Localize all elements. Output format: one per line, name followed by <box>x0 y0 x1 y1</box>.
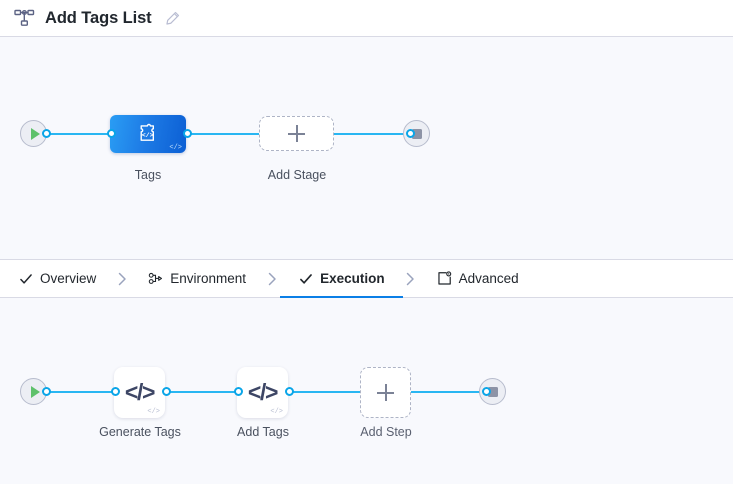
stage-graph: </> </> Tags Add Stage <box>0 37 733 259</box>
stage-canvas[interactable]: </> </> Tags Add Stage <box>0 37 733 259</box>
code-icon: </> <box>124 379 156 405</box>
settings-box-icon <box>437 271 452 286</box>
edge-tags-to-addstage <box>185 133 260 135</box>
edge-addstage-to-end <box>334 133 409 135</box>
edge-generate-to-addtags <box>166 391 239 393</box>
node-code-badge: </> <box>147 408 160 416</box>
add-stage-node[interactable] <box>259 116 334 151</box>
tab-execution[interactable]: Execution <box>280 260 403 299</box>
tab-label-advanced: Advanced <box>458 271 519 286</box>
execution-graph: </> </> Generate Tags </> </> Add Tags A… <box>0 298 733 484</box>
tab-separator-2 <box>250 272 294 286</box>
check-icon <box>18 271 33 286</box>
edge-start-to-generate <box>44 391 114 393</box>
check-icon <box>298 271 313 286</box>
play-icon <box>30 127 40 140</box>
nodes-icon <box>148 271 163 286</box>
generate-tags-input-port[interactable] <box>111 387 120 396</box>
add-stage-label: Add Stage <box>267 168 327 182</box>
page-header: Add Tags List <box>0 0 733 37</box>
plus-icon <box>288 125 305 142</box>
step-node-label-generate-tags: Generate Tags <box>99 425 181 439</box>
step-node-label-add-tags: Add Tags <box>237 425 289 439</box>
add-step-node[interactable] <box>360 367 411 418</box>
start-node-output-port[interactable] <box>42 129 51 138</box>
tab-label-execution: Execution <box>320 271 385 286</box>
code-puzzle-icon: </> <box>140 123 155 141</box>
svg-text:</>: </> <box>142 132 154 139</box>
plus-icon <box>377 384 394 401</box>
tab-label-overview: Overview <box>40 271 97 286</box>
tab-environment[interactable]: Environment <box>144 260 250 298</box>
tab-advanced[interactable]: Advanced <box>433 260 523 298</box>
generate-tags-output-port[interactable] <box>162 387 171 396</box>
start-node-output-port[interactable] <box>42 387 51 396</box>
step-node-add-tags[interactable]: </> </> <box>237 367 288 418</box>
add-tags-input-port[interactable] <box>234 387 243 396</box>
end-node-input-port[interactable] <box>406 129 415 138</box>
page-title: Add Tags List <box>45 8 152 27</box>
stop-icon <box>411 128 422 139</box>
tab-separator-1 <box>100 272 144 286</box>
section-tabbar: Overview Environment <box>0 259 733 299</box>
edge-start-to-tags <box>44 133 118 135</box>
edge-addtags-to-addstep <box>289 391 360 393</box>
tab-separator-3 <box>389 272 433 286</box>
tab-overview[interactable]: Overview <box>14 260 100 298</box>
tab-label-environment: Environment <box>170 271 247 286</box>
code-icon: </> <box>247 379 279 405</box>
edge-addstep-to-end <box>410 391 484 393</box>
add-step-label: Add Step <box>360 425 412 439</box>
add-tags-output-port[interactable] <box>285 387 294 396</box>
step-node-generate-tags[interactable]: </> </> <box>114 367 165 418</box>
pipeline-icon <box>13 8 35 28</box>
pencil-icon[interactable] <box>164 10 181 27</box>
tags-output-port[interactable] <box>183 129 192 138</box>
node-code-badge: </> <box>169 144 182 152</box>
tags-input-port[interactable] <box>107 129 116 138</box>
end-node-input-port[interactable] <box>482 387 491 396</box>
stage-node-label-tags: Tags <box>134 168 162 182</box>
stop-icon <box>487 386 498 397</box>
execution-canvas[interactable]: </> </> Generate Tags </> </> Add Tags A… <box>0 298 733 484</box>
stage-node-tags[interactable]: </> </> <box>110 115 186 153</box>
node-code-badge: </> <box>270 408 283 416</box>
play-icon <box>30 385 40 398</box>
